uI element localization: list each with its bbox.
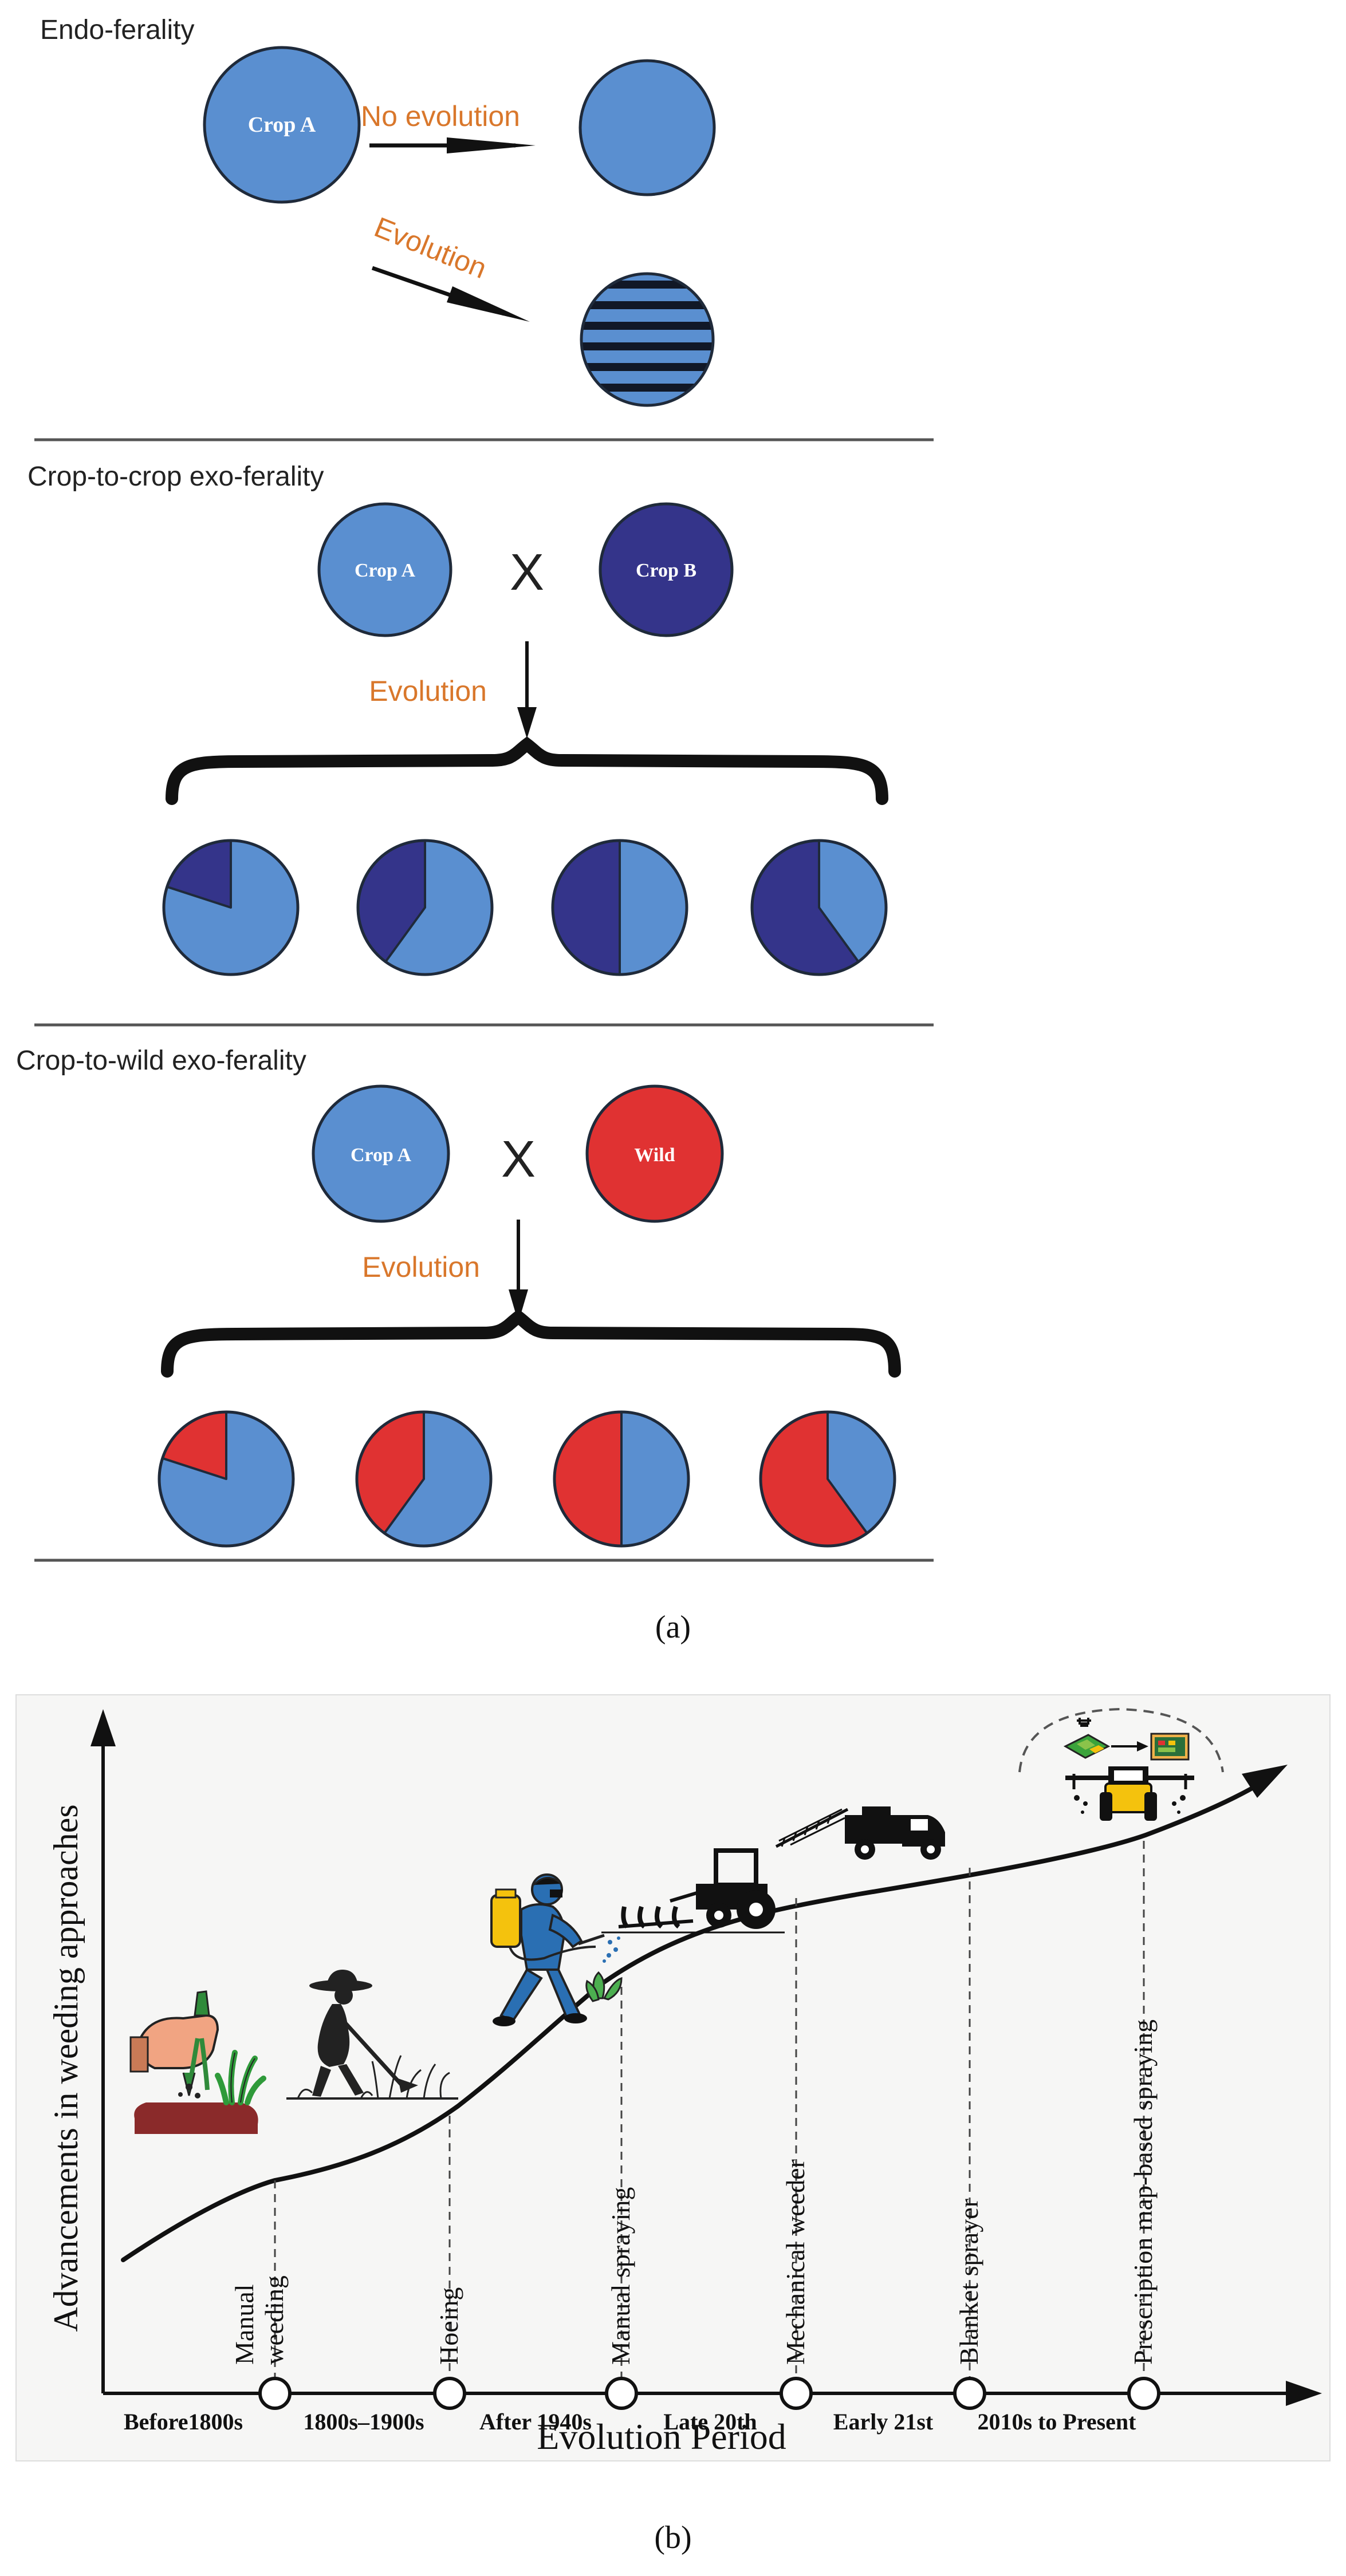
crop-a-circle-endo: Crop A xyxy=(203,46,361,204)
parent-crop-a-cw: Crop A xyxy=(312,1084,450,1223)
manual-weeding-illustration xyxy=(129,1990,266,2134)
parent-crop-a-cc-label: Crop A xyxy=(355,560,416,581)
timeline-node-5 xyxy=(953,2377,986,2410)
crop-wild-offspring-pie-3 xyxy=(553,1410,690,1548)
crop-crop-offspring-pie-1 xyxy=(162,839,300,976)
curve-arrowhead xyxy=(1242,1765,1288,1798)
advancement-curve xyxy=(121,1781,1262,2262)
evolution-label-cc: Evolution xyxy=(369,675,487,707)
parent-crop-b-cc-label: Crop B xyxy=(636,560,696,581)
crop-wild-offspring-pie-1 xyxy=(158,1410,295,1548)
stage-approach-label-1: Manualweeding xyxy=(230,2275,289,2365)
section-title-crop-crop: Crop-to-crop exo-ferality xyxy=(27,461,324,492)
stage-2: Hoeing 1800s–1900s xyxy=(303,2116,466,2435)
no-evolution-arrow xyxy=(369,137,536,153)
period-label-4: Late 20th xyxy=(663,2409,757,2435)
crop-crop-offspring-slice-3 xyxy=(552,839,621,976)
no-evolution-label: No evolution xyxy=(361,100,520,132)
evolution-label-cw: Evolution xyxy=(362,1251,480,1283)
crop-a-label-endo: Crop A xyxy=(248,113,316,137)
stage-approach-label-5: Blanket sprayer xyxy=(954,2199,983,2365)
stage-approach-label-6: Prescription map-based spraying xyxy=(1128,2019,1158,2365)
timeline-node-6 xyxy=(1127,2377,1160,2410)
mechanical-weeder-illustration xyxy=(601,1848,785,1934)
cross-symbol-cw: X xyxy=(501,1131,536,1188)
timeline-node-4 xyxy=(780,2377,813,2410)
stage-approach-label-2: Hoeing xyxy=(434,2287,463,2365)
crop-crop-offspring-pie-3 xyxy=(551,839,688,976)
x-axis-label: Evolution Period xyxy=(537,2416,786,2457)
caption-b: (b) xyxy=(654,2520,691,2555)
crop-crop-offspring-pie-2 xyxy=(356,839,494,976)
prescription-spraying-illustration xyxy=(1018,1707,1224,1821)
offspring-pies-cc xyxy=(162,839,888,976)
y-axis xyxy=(90,1709,116,2393)
section-title-crop-wild: Crop-to-wild exo-ferality xyxy=(16,1046,306,1076)
manual-spraying-illustration xyxy=(490,1873,623,2026)
period-label-1: Before1800s xyxy=(124,2409,243,2435)
crop-wild-offspring-pie-4 xyxy=(759,1410,896,1548)
parent-wild-cw-label: Wild xyxy=(634,1145,675,1166)
offspring-pies-cw xyxy=(158,1410,896,1548)
stage-approach-label-3: Manual spraying xyxy=(606,2187,635,2365)
panel-b: Advancements in weeding approaches Evolu… xyxy=(15,1694,1331,2555)
crop-crop-offspring-pie-4 xyxy=(750,839,888,976)
stage-6: Prescription map-based spraying 2010s to … xyxy=(978,1841,1160,2435)
period-label-6: 2010s to Present xyxy=(978,2409,1137,2435)
section-crop-to-crop: Crop-to-crop exo-ferality Crop A X Crop … xyxy=(27,461,888,976)
crop-wild-offspring-pie-2 xyxy=(355,1410,493,1548)
evolution-arrow-endo xyxy=(371,266,530,322)
evolved-striped-circle xyxy=(580,272,715,407)
period-label-3: After 1940s xyxy=(479,2409,592,2435)
section-endo-ferality: Endo-ferality Crop A No evolution Evolut… xyxy=(40,15,716,407)
offspring-brace-cw xyxy=(161,1309,901,1378)
period-label-2: 1800s–1900s xyxy=(303,2409,424,2435)
evolution-arrow-cc xyxy=(517,641,537,739)
x-axis xyxy=(103,2381,1322,2406)
crop-wild-offspring-slice-3 xyxy=(553,1411,623,1547)
blanket-sprayer-illustration xyxy=(775,1806,945,1860)
y-axis-label: Advancements in weeding approaches xyxy=(47,1804,85,2332)
panel-b-background xyxy=(15,1694,1331,2461)
unevolved-crop-circle xyxy=(578,59,716,196)
parent-crop-a-cw-label: Crop A xyxy=(351,1145,412,1166)
section-title-endo: Endo-ferality xyxy=(40,15,194,45)
cross-symbol-cc: X xyxy=(510,544,544,601)
panel-a: Endo-ferality Crop A No evolution Evolut… xyxy=(16,15,934,1645)
period-label-5: Early 21st xyxy=(833,2409,934,2435)
offspring-brace-cc xyxy=(166,736,888,805)
timeline-node-3 xyxy=(605,2377,638,2410)
evolution-arrow-cw xyxy=(509,1220,528,1323)
parent-wild-cw: Wild xyxy=(585,1084,724,1223)
stage-approach-label-4: Mechanical weeder xyxy=(781,2159,810,2365)
parent-crop-b-cc: Crop B xyxy=(599,502,734,637)
section-crop-to-wild: Crop-to-wild exo-ferality Crop A X Wild … xyxy=(16,1046,901,1548)
hoeing-illustration xyxy=(286,1970,458,2100)
parent-crop-a-cc: Crop A xyxy=(317,502,452,637)
timeline-node-1 xyxy=(258,2377,292,2410)
caption-a: (a) xyxy=(655,1609,691,1645)
timeline-node-2 xyxy=(433,2377,466,2410)
